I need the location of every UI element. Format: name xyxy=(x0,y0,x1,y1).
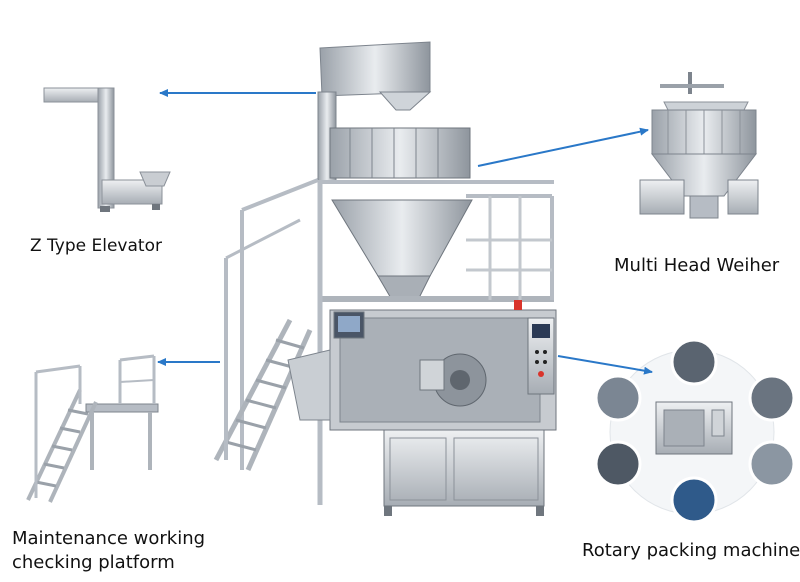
detail-photo-lower-right xyxy=(748,440,796,488)
multi-head-weigher-image xyxy=(639,72,759,219)
arrow-to-rotary xyxy=(557,355,653,375)
detail-photo-right xyxy=(748,374,796,422)
rotary-packing-label: Rotary packing machine xyxy=(582,540,800,561)
arrow-to-multi-head xyxy=(477,127,649,167)
main-packing-machine-image xyxy=(213,41,557,516)
multi-head-weigher-label: Multi Head Weiher xyxy=(614,255,780,276)
rotary-packing-collage xyxy=(594,338,796,524)
z-elevator-label: Z Type Elevator xyxy=(30,236,162,256)
maintenance-label-line-1: Maintenance working xyxy=(12,528,206,549)
detail-photo-left xyxy=(594,374,642,422)
z-elevator-image xyxy=(43,87,171,212)
detail-photo-bottom xyxy=(670,476,718,524)
maintenance-platform-image xyxy=(26,354,159,503)
maintenance-platform-label: Maintenance working checking platform xyxy=(12,527,242,575)
maintenance-label-line-2: checking platform xyxy=(12,552,175,573)
detail-photo-top xyxy=(670,338,718,386)
detail-photo-lower-left xyxy=(594,440,642,488)
